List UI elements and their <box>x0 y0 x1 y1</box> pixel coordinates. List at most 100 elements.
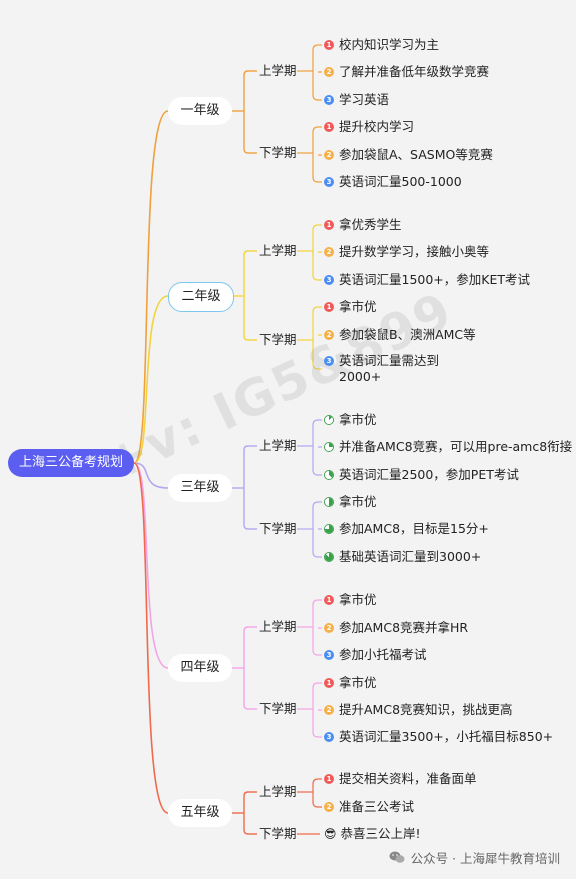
connector-line <box>133 110 169 464</box>
priority-number-icon: 2 <box>324 705 334 715</box>
connector-line <box>312 44 319 101</box>
plan-item[interactable]: 2 参加AMC8竞赛并拿HR <box>324 620 468 636</box>
priority-number-icon: 3 <box>324 275 334 285</box>
plan-item-text: 拿市优 <box>339 412 377 427</box>
plan-item-text: 恭喜三公上岸! <box>340 826 421 841</box>
plan-item-text: 参加袋鼠A、SASMO等竞赛 <box>339 147 493 162</box>
connector-line <box>312 778 319 808</box>
plan-item-text: 提升数学学习，接触小奥等 <box>339 244 490 259</box>
plan-item[interactable]: 2 提升数学学习，接触小奥等 <box>324 244 489 260</box>
semester-label[interactable]: 下学期 <box>259 145 297 160</box>
semester-label[interactable]: 下学期 <box>259 826 297 841</box>
grade-node[interactable]: 五年级 <box>168 799 232 827</box>
connector-line <box>312 419 319 476</box>
progress-pie-icon <box>324 470 334 480</box>
plan-item[interactable]: 参加AMC8，目标是15分+ <box>324 521 489 537</box>
priority-number-icon: 3 <box>324 95 334 105</box>
connector-line <box>312 501 319 558</box>
connector-line <box>133 462 169 669</box>
connector-line <box>133 295 169 464</box>
wechat-icon <box>389 851 405 863</box>
plan-item[interactable]: 并准备AMC8竞赛，可以用pre-amc8衔接 <box>324 439 572 455</box>
plan-item[interactable]: 拿市优 <box>324 494 377 510</box>
connector-line <box>133 462 169 814</box>
connector-line <box>312 306 319 370</box>
priority-number-icon: 1 <box>324 40 334 50</box>
footer-text: 公众号 · 上海犀牛教育培训 <box>410 851 560 866</box>
plan-item[interactable]: 3 英语词汇量1500+，参加KET考试 <box>324 272 530 288</box>
priority-number-icon: 2 <box>324 247 334 257</box>
connector-line <box>312 599 319 656</box>
plan-item-text: 参加AMC8竞赛并拿HR <box>339 620 469 635</box>
footer-credit: 公众号 · 上海犀牛教育培训 <box>389 848 560 867</box>
progress-pie-icon <box>324 442 334 452</box>
plan-item[interactable]: 英语词汇量2500，参加PET考试 <box>324 467 519 483</box>
priority-number-icon: 2 <box>324 67 334 77</box>
plan-item-text: 校内知识学习为主 <box>339 37 440 52</box>
plan-item-text: 拿优秀学生 <box>339 217 402 232</box>
priority-number-icon: 1 <box>324 595 334 605</box>
progress-pie-icon <box>324 552 334 562</box>
plan-item-text: 英语词汇量500-1000 <box>339 174 462 189</box>
plan-item-text: 英语词汇量2500，参加PET考试 <box>339 467 519 482</box>
semester-label[interactable]: 上学期 <box>259 784 297 799</box>
connector-line <box>243 70 249 154</box>
progress-pie-icon <box>324 497 334 507</box>
progress-pie-icon <box>324 415 334 425</box>
plan-item[interactable]: 基础英语词汇量到3000+ <box>324 549 481 565</box>
connector-line <box>312 682 319 738</box>
connector-line <box>243 791 249 835</box>
plan-item-text: 英语词汇量需达到 2000+ <box>339 353 440 384</box>
plan-item-text: 拿市优 <box>339 299 377 314</box>
plan-item-text: 参加袋鼠B、澳洲AMC等 <box>339 327 476 342</box>
semester-label[interactable]: 下学期 <box>259 332 297 347</box>
semester-label[interactable]: 下学期 <box>259 521 297 536</box>
grade-node[interactable]: 一年级 <box>168 97 232 125</box>
plan-item-text: 学习英语 <box>339 92 390 107</box>
priority-number-icon: 3 <box>324 177 334 187</box>
plan-item-text: 参加小托福考试 <box>339 647 427 662</box>
plan-item-text: 提交相关资料，准备面单 <box>339 771 477 786</box>
progress-pie-icon <box>324 524 334 534</box>
plan-item-text: 英语词汇量1500+，参加KET考试 <box>339 272 531 287</box>
plan-item[interactable]: 2 了解并准备低年级数学竞赛 <box>324 64 489 80</box>
grade-node[interactable]: 四年级 <box>168 654 232 682</box>
connector-line <box>243 250 249 341</box>
plan-item[interactable]: 1 校内知识学习为主 <box>324 37 439 53</box>
semester-label[interactable]: 上学期 <box>259 619 297 634</box>
plan-item[interactable]: 3 学习英语 <box>324 92 389 108</box>
priority-number-icon: 2 <box>324 623 334 633</box>
grade-node[interactable]: 三年级 <box>168 474 232 502</box>
semester-label[interactable]: 上学期 <box>259 63 297 78</box>
plan-item[interactable]: 2 提升AMC8竞赛知识，挑战更高 <box>324 702 513 718</box>
plan-item-text: 拿市优 <box>339 494 377 509</box>
semester-label[interactable]: 上学期 <box>259 243 297 258</box>
plan-item-text: 提升AMC8竞赛知识，挑战更高 <box>339 702 513 717</box>
plan-item[interactable]: 拿市优 <box>324 412 377 428</box>
plan-item-text: 了解并准备低年级数学竞赛 <box>339 64 490 79</box>
semester-label[interactable]: 上学期 <box>259 438 297 453</box>
priority-number-icon: 1 <box>324 122 334 132</box>
priority-number-icon: 2 <box>324 802 334 812</box>
connector-line <box>243 445 249 530</box>
semester-label[interactable]: 下学期 <box>259 701 297 716</box>
root-node[interactable]: 上海三公备考规划 <box>8 449 134 477</box>
plan-item[interactable]: 😎恭喜三公上岸! <box>324 826 421 842</box>
plan-item[interactable]: 3 英语词汇量500-1000 <box>324 174 462 190</box>
connector-line <box>133 462 169 489</box>
grade-node[interactable]: 二年级 <box>168 282 234 312</box>
